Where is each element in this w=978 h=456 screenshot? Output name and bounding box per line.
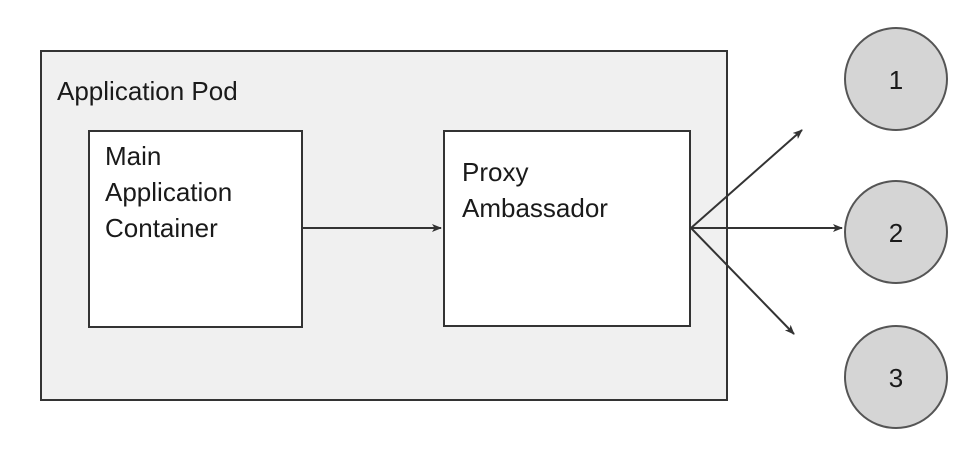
proxy-ambassador-container-rect[interactable] [443, 130, 691, 327]
proxy-ambassador-container-line-2: Ambassador [462, 193, 608, 223]
main-application-container-line-3: Container [105, 213, 218, 243]
endpoint-3-circle[interactable] [844, 325, 948, 429]
endpoint-1-label: 1 [889, 65, 903, 95]
endpoint-2-label: 2 [889, 218, 903, 248]
edge-proxy-to-endpoint-1 [690, 129, 803, 229]
application-pod-label: Application Pod [57, 76, 238, 106]
main-application-container-line-2: Application [105, 177, 232, 207]
endpoint-1-group[interactable]: 1 [844, 27, 948, 131]
endpoint-1-circle[interactable] [844, 27, 948, 131]
proxy-ambassador-container-line-1: Proxy [462, 157, 528, 187]
endpoint-2-circle[interactable] [844, 180, 948, 284]
main-application-container-line-1: Main [105, 141, 161, 171]
endpoint-3-label: 3 [889, 363, 903, 393]
main-application-container-group[interactable]: Main Application Container [88, 130, 303, 328]
endpoint-3-group[interactable]: 3 [844, 325, 948, 429]
endpoint-2-group[interactable]: 2 [844, 180, 948, 284]
main-application-container-rect[interactable] [88, 130, 303, 328]
proxy-ambassador-container-group[interactable]: Proxy Ambassador [443, 130, 691, 327]
edge-proxy-to-endpoint-3 [690, 227, 795, 335]
